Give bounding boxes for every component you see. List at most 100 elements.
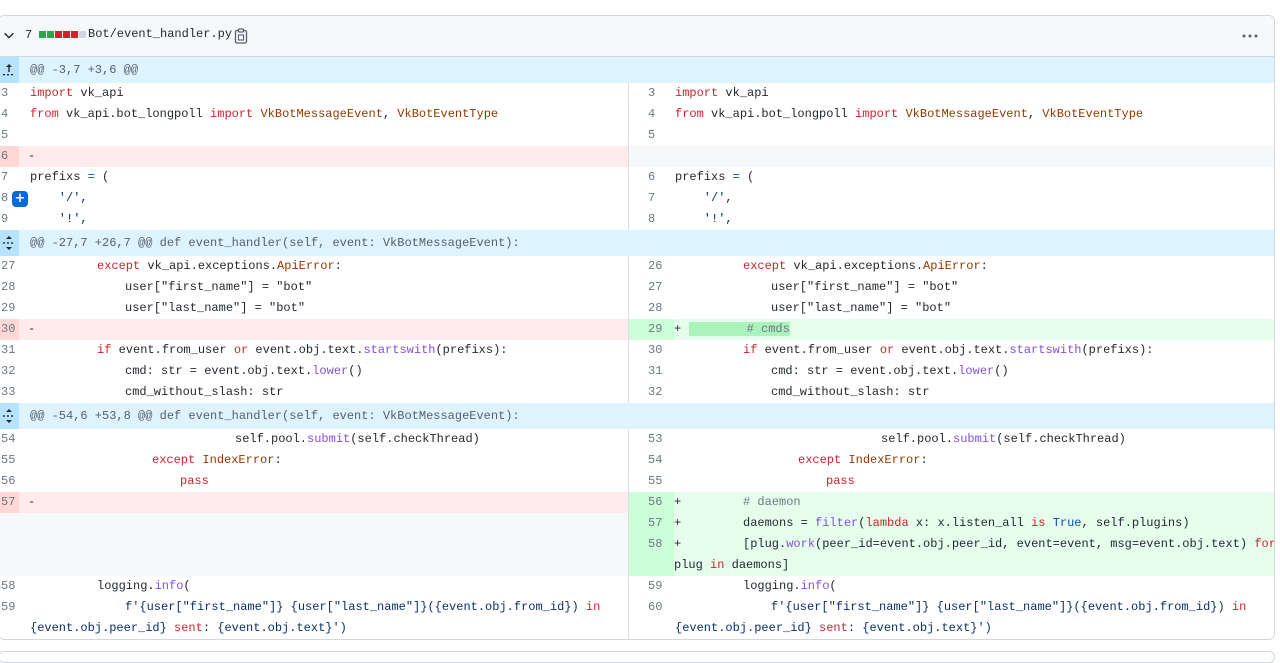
code-line: pass [180, 474, 209, 488]
expand-button[interactable] [0, 403, 19, 429]
line-number[interactable]: 31 [1, 343, 16, 357]
code-line: self.pool.submit(self.checkThread) [881, 432, 1126, 446]
code-line: except IndexError: [798, 453, 928, 467]
right-cell: 56 + # daemon 57 + daemons = filter(lamb… [628, 492, 1274, 576]
line-number[interactable]: 6 [648, 170, 656, 184]
add-comment-button[interactable]: + [12, 191, 28, 207]
line-number[interactable]: 27 [648, 280, 663, 294]
line-number[interactable]: 29 [648, 322, 663, 336]
line-number[interactable]: 32 [648, 385, 663, 399]
code-line: user["last_name"] = "bot" [125, 301, 306, 315]
left-cell: 57 - [0, 492, 628, 576]
line-number[interactable]: 55 [648, 474, 663, 488]
line-number[interactable]: 8 [1, 191, 9, 205]
line-number[interactable]: 8 [648, 212, 656, 226]
expand-up-button[interactable] [0, 57, 19, 83]
code-line: user["last_name"] = "bot" [771, 301, 952, 315]
line-number[interactable]: 31 [648, 364, 663, 378]
line-number[interactable]: 9 [1, 212, 9, 226]
line-number[interactable]: 3 [648, 86, 656, 100]
code-line-wrap: {event.obj.peer_id} sent: {event.obj.tex… [675, 621, 992, 635]
left-cell: 8+ '/', [0, 188, 628, 209]
line-number[interactable]: 26 [648, 259, 663, 273]
code-line: user["first_name"] = "bot" [125, 280, 313, 294]
file-path[interactable]: Bot/event_handler.py [88, 27, 233, 41]
left-cell: 4 from vk_api.bot_longpoll import VkBotMe… [0, 104, 628, 125]
diffstat-block [79, 31, 86, 38]
code-line: f'{user["first_name"]} {user["last_name"… [125, 600, 601, 614]
line-number[interactable]: 4 [1, 107, 9, 121]
line-number[interactable]: 57 [648, 516, 663, 530]
code-line: logging.info( [97, 579, 191, 593]
chevron-down-icon[interactable] [2, 28, 16, 42]
diffstat-block [47, 31, 54, 38]
diff-row: 54 self.pool.submit(self.checkThread) 53 s… [0, 429, 1274, 450]
code-line: prefixs = ( [30, 170, 110, 184]
line-number[interactable]: 7 [1, 170, 9, 184]
expand-button[interactable] [0, 230, 19, 256]
code-line: except IndexError: [152, 453, 282, 467]
hunk-header-text: @@ -27,7 +26,7 @@ def event_handler(self… [30, 236, 520, 250]
line-number[interactable]: 54 [1, 432, 16, 446]
code-line: from vk_api.bot_longpoll import VkBotMes… [30, 107, 499, 121]
left-cell: 55 except IndexError: [0, 450, 628, 471]
left-cell: 7 prefixs = ( [0, 167, 628, 188]
line-number[interactable]: 56 [1, 474, 16, 488]
line-number[interactable]: 27 [1, 259, 16, 273]
line-number[interactable]: 59 [1, 600, 16, 614]
deletion-sign: - [28, 149, 36, 163]
diff-row: 4 from vk_api.bot_longpoll import VkBotMe… [0, 104, 1274, 125]
line-number[interactable]: 58 [648, 537, 663, 551]
line-number[interactable]: 60 [648, 600, 663, 614]
line-number[interactable]: 53 [648, 432, 663, 446]
empty-cell [0, 513, 628, 576]
line-number[interactable]: 33 [1, 385, 16, 399]
expand-icon [3, 236, 13, 250]
line-number[interactable]: 55 [1, 453, 16, 467]
addition-sign: + [674, 516, 682, 530]
line-number[interactable]: 3 [1, 86, 9, 100]
line-number[interactable]: 58 [1, 579, 16, 593]
line-number[interactable]: 28 [648, 301, 663, 315]
expand-up-icon [3, 64, 13, 76]
line-number[interactable]: 30 [648, 343, 663, 357]
line-number[interactable]: 29 [1, 301, 16, 315]
file-header: 7 Bot/event_handler.py [0, 16, 1274, 57]
right-cell: 7 '/', [628, 188, 1274, 209]
left-cell: 28 user["first_name"] = "bot" [0, 277, 628, 298]
clipboard-icon[interactable] [234, 28, 248, 44]
line-number[interactable]: 6 [1, 149, 9, 163]
code-line: self.pool.submit(self.checkThread) [235, 432, 480, 446]
line-number[interactable]: 7 [648, 191, 656, 205]
line-number[interactable]: 5 [648, 128, 656, 142]
line-number[interactable]: 32 [1, 364, 16, 378]
line-number[interactable]: 28 [1, 280, 16, 294]
line-number[interactable]: 56 [648, 495, 663, 509]
diff-row: 59 f'{user["first_name"]} {user["last_na… [0, 597, 1274, 639]
line-number[interactable]: 57 [1, 495, 16, 509]
line-number[interactable]: 59 [648, 579, 663, 593]
hunk-header: @@ -54,6 +53,8 @@ def event_handler(self… [0, 403, 1274, 429]
diffstat-block [63, 31, 70, 38]
code-line: '/', [675, 191, 733, 205]
diffstat-block [55, 31, 62, 38]
code-line: daemons = filter(lambda x: x.listen_all … [743, 516, 1190, 530]
line-number[interactable]: 4 [648, 107, 656, 121]
line-number[interactable]: 30 [1, 322, 16, 336]
line-number[interactable]: 54 [648, 453, 663, 467]
code-line: except vk_api.exceptions.ApiError: [97, 259, 342, 273]
kebab-menu-icon[interactable] [1242, 34, 1258, 38]
line-number[interactable]: 5 [1, 128, 9, 142]
hunk-header: @@ -3,7 +3,6 @@ [0, 57, 1274, 83]
